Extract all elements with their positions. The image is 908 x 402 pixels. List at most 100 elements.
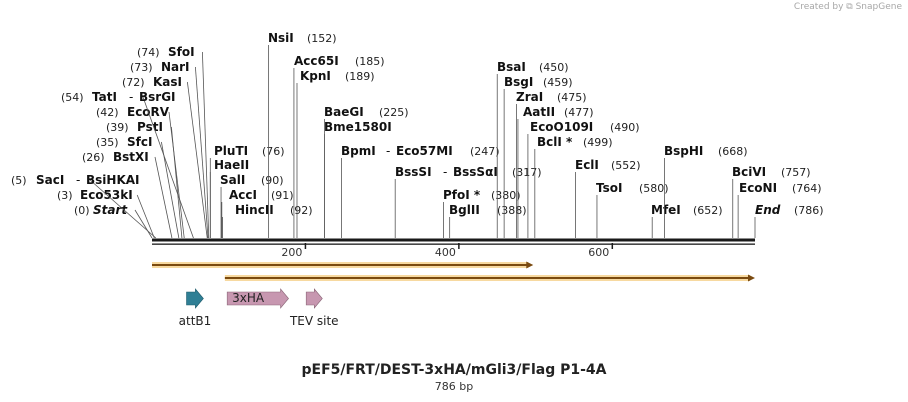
feature-arrow: [186, 288, 204, 309]
site-name: EclI: [575, 158, 599, 172]
site-alias-dash: -: [443, 165, 447, 179]
site-name: SalI: [220, 173, 245, 187]
orf-arrowhead: [748, 274, 755, 282]
site-name: KpnI: [300, 69, 331, 83]
site-name: BglII: [449, 203, 480, 217]
ruler-tick-label: 600: [588, 246, 609, 259]
site-position: (475): [557, 91, 587, 104]
site-leader: [202, 51, 210, 239]
site-position: (26): [82, 151, 105, 164]
site-name: BstXI: [113, 150, 149, 164]
site-name: BaeGI: [324, 105, 364, 119]
site-position: (72): [122, 76, 145, 89]
site-name: PfoI *: [443, 188, 481, 202]
site-leader: [161, 141, 180, 239]
site-position: (90): [261, 174, 284, 187]
site-leader: [134, 209, 153, 239]
site-name: PstI: [137, 120, 163, 134]
site-name: BspHI: [664, 144, 703, 158]
site-position: (152): [307, 32, 337, 45]
site-name: EcoNI: [739, 181, 777, 195]
site-name: Start: [93, 203, 128, 217]
site-position: (42): [96, 106, 119, 119]
site-leader: [142, 96, 194, 239]
site-position: (668): [718, 145, 748, 158]
site-alias: BssSαI: [453, 165, 498, 179]
plasmid-name: pEF5/FRT/DEST-3xHA/mGli3/Flag P1-4A: [301, 362, 607, 378]
site-name: HaeII: [214, 158, 249, 172]
site-position: (73): [130, 61, 153, 74]
ruler-tick-label: 400: [435, 246, 456, 259]
site-name: AccI: [229, 188, 257, 202]
site-position: (380): [491, 189, 521, 202]
site-position: (189): [345, 70, 375, 83]
site-name: End: [755, 203, 781, 217]
site-position: (757): [781, 166, 811, 179]
site-position: (0): [74, 204, 90, 217]
site-position: (247): [470, 145, 500, 158]
plasmid-size: 786 bp: [434, 380, 474, 393]
ruler-tick-label: 200: [281, 246, 302, 259]
site-alias-dash: -: [386, 144, 390, 158]
site-position: (91): [271, 189, 294, 202]
site-position: (185): [355, 55, 385, 68]
site-alias: BsrGI: [139, 90, 176, 104]
site-name: NarI: [161, 60, 190, 74]
site-name: PluTI: [214, 144, 248, 158]
site-position: (552): [611, 159, 641, 172]
site-name: ZraI: [516, 90, 543, 104]
site-alias: BsiHKAI: [86, 173, 140, 187]
feature-label: attB1: [179, 314, 212, 328]
site-position: (92): [290, 204, 313, 217]
site-position: (5): [11, 174, 27, 187]
site-leader: [168, 111, 185, 239]
site-name: NsiI: [268, 31, 294, 45]
feature-arrow: [226, 288, 289, 309]
site-name: KasI: [153, 75, 182, 89]
site-position: (35): [96, 136, 119, 149]
site-position: (499): [583, 136, 613, 149]
site-name: AatII: [523, 105, 555, 119]
site-position: (764): [792, 182, 822, 195]
site-name: BssSI: [395, 165, 432, 179]
site-leader: [195, 66, 209, 239]
site-position: (317): [512, 166, 542, 179]
site-name: SfoI: [168, 45, 195, 59]
site-position: (74): [137, 46, 160, 59]
site-alias: Eco57MI: [396, 144, 453, 158]
site-name: TatI: [92, 90, 117, 104]
site-name: BciVI: [732, 165, 766, 179]
snapgene-credit: Created by ⧉ SnapGene: [793, 2, 902, 12]
site-leader: [89, 179, 157, 239]
site-position: (3): [57, 189, 73, 202]
site-name: SacI: [36, 173, 64, 187]
site-leader: [187, 81, 208, 239]
site-name: Acc65I: [294, 54, 339, 68]
site-name: EcoO109I: [530, 120, 593, 134]
feature-label: TEV site: [289, 314, 339, 328]
site-leader: [154, 156, 173, 239]
site-position: (477): [564, 106, 594, 119]
site-name: BsaI: [497, 60, 526, 74]
site-name: MfeI: [651, 203, 681, 217]
site-position: (652): [693, 204, 723, 217]
feature-arrow: [305, 288, 323, 309]
site-alias-dash: -: [76, 173, 80, 187]
site-position: (388): [497, 204, 527, 217]
sequence-backbone-lower: [152, 243, 755, 245]
site-name: BclI *: [537, 135, 573, 149]
site-name: SfcI: [127, 135, 152, 149]
site-name: BpmI: [341, 144, 376, 158]
site-name: TsoI: [596, 181, 622, 195]
site-position: (459): [543, 76, 573, 89]
site-position: (786): [794, 204, 824, 217]
site-name: Eco53kI: [80, 188, 133, 202]
site-position: (54): [61, 91, 84, 104]
site-name: BsgI: [504, 75, 533, 89]
site-leader: [136, 194, 155, 239]
site-alias-dash: -: [129, 90, 133, 104]
orf-arrowhead: [526, 261, 534, 269]
site-position: (76): [262, 145, 285, 158]
site-name: Bme1580I: [324, 120, 392, 134]
